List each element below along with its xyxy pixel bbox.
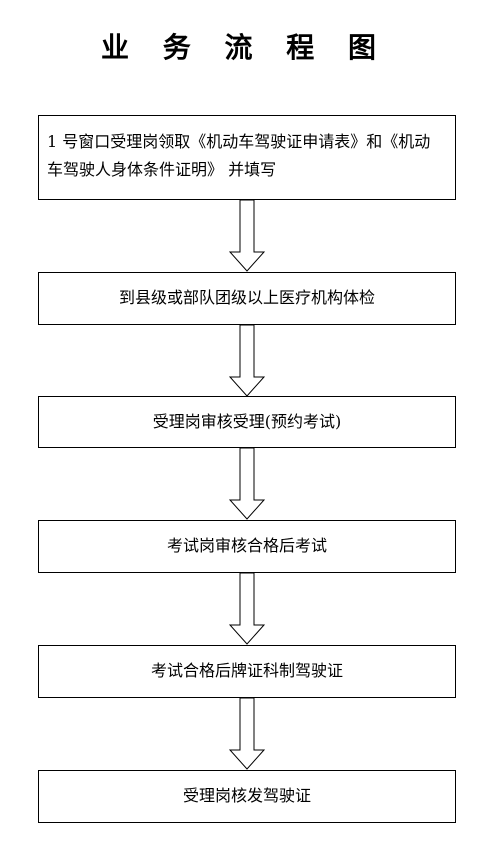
step-box-2: 到县级或部队团级以上医疗机构体检 — [38, 272, 456, 325]
step-text-3: 受理岗审核受理(预约考试) — [152, 412, 342, 431]
down-arrow-icon — [229, 573, 265, 645]
down-arrow-icon — [229, 200, 265, 272]
step-text-2: 到县级或部队团级以上医疗机构体检 — [118, 288, 375, 307]
step-text-5: 考试合格后牌证科制驾驶证 — [150, 661, 343, 680]
step-box-6: 受理岗核发驾驶证 — [38, 770, 456, 823]
down-arrow-icon — [229, 325, 265, 397]
step-box-1: 1 号窗口受理岗领取《机动车驾驶证申请表》和《机动车驾驶人身体条件证明》 并填写 — [38, 115, 456, 200]
page-title: 业 务 流 程 图 — [101, 31, 388, 64]
step-text-6: 受理岗核发驾驶证 — [182, 786, 311, 805]
step-box-5: 考试合格后牌证科制驾驶证 — [38, 645, 456, 698]
step-text-1: 1 号窗口受理岗领取《机动车驾驶证申请表》和《机动车驾驶人身体条件证明》 并填写 — [47, 132, 431, 179]
step-text-4: 考试岗审核合格后考试 — [166, 536, 327, 555]
down-arrow-icon — [229, 448, 265, 520]
step-box-3: 受理岗审核受理(预约考试) — [38, 396, 456, 448]
step-box-4: 考试岗审核合格后考试 — [38, 520, 456, 573]
down-arrow-icon — [229, 698, 265, 770]
